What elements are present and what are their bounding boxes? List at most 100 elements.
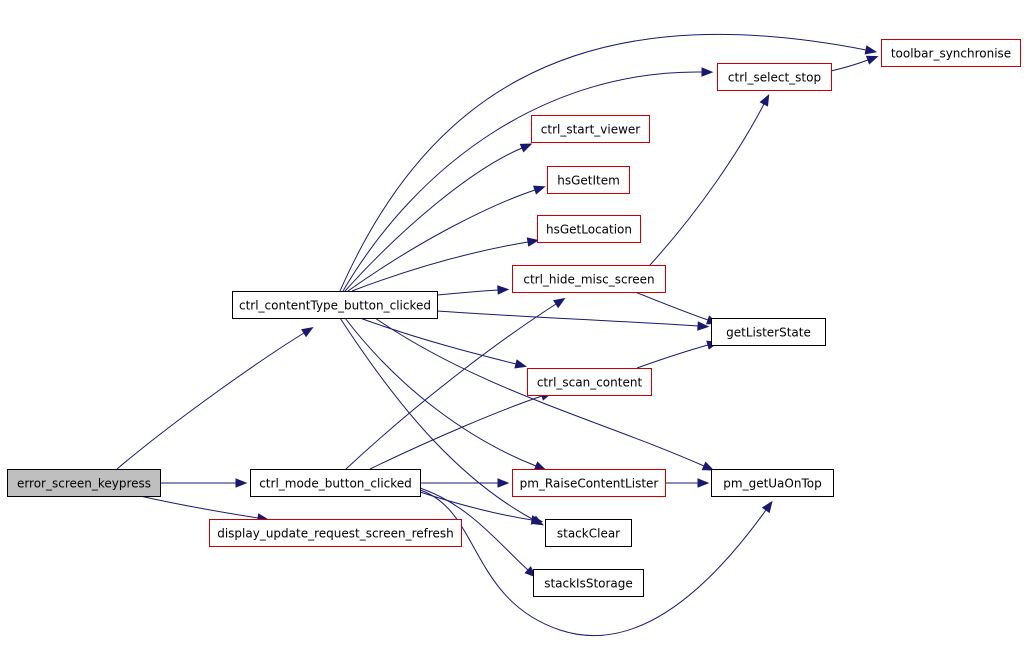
edge-ctrl_mode_button_clicked-to-pm_getUaOnTop <box>419 489 773 636</box>
node-label: hsGetItem <box>557 174 620 188</box>
edge-ctrl_contentType_button_clicked-to-pm_RaiseContentLister <box>344 317 547 471</box>
edge-pm_RaiseContentLister-to-pm_getUaOnTop <box>665 478 710 488</box>
edge-line <box>359 317 517 365</box>
edge-arrowhead <box>701 67 714 77</box>
edge-ctrl_contentType_button_clicked-to-hsGetItem <box>347 185 546 292</box>
edge-line <box>347 189 536 292</box>
edge-arrowhead <box>235 478 248 488</box>
node-label: error_screen_keypress <box>17 477 151 491</box>
edge-ctrl_hide_misc_screen-to-ctrl_select_stop <box>649 93 770 266</box>
node-box <box>717 63 832 91</box>
node-label: pm_getUaOnTop <box>723 477 821 491</box>
edge-arrowhead <box>497 478 510 488</box>
edge-line <box>345 303 557 470</box>
edge-arrowhead <box>697 321 710 331</box>
edge-ctrl_contentType_button_clicked-to-getListerState <box>436 310 710 331</box>
node-box <box>711 469 834 497</box>
edge-ctrl_mode_button_clicked-to-ctrl_scan_content <box>369 391 553 470</box>
node-error_screen_keypress[interactable]: error_screen_keypress <box>7 469 161 497</box>
edge-line <box>436 310 699 327</box>
edge-line <box>374 317 705 467</box>
edge-ctrl_scan_content-to-getListerState <box>636 340 719 369</box>
node-box <box>545 519 632 547</box>
node-box <box>527 368 652 396</box>
edge-line <box>649 103 765 266</box>
edge-ctrl_contentType_button_clicked-to-hsGetLocation <box>351 237 540 292</box>
edge-arrowhead <box>701 461 715 471</box>
node-stackIsStorage[interactable]: stackIsStorage <box>533 569 644 597</box>
node-hsGetLocation[interactable]: hsGetLocation <box>537 215 641 243</box>
edge-arrowhead <box>497 285 510 295</box>
nodes-layer: error_screen_keypress ctrl_contentType_bu… <box>7 39 1021 597</box>
node-ctrl_contentType_button_clicked[interactable]: ctrl_contentType_button_clicked <box>232 291 438 319</box>
node-box <box>7 469 161 497</box>
edge-arrowhead <box>864 45 878 55</box>
node-pm_RaiseContentLister[interactable]: pm_RaiseContentLister <box>512 469 666 497</box>
node-label: stackClear <box>557 527 620 541</box>
node-ctrl_select_stop[interactable]: ctrl_select_stop <box>717 63 832 91</box>
edge-ctrl_contentType_button_clicked-to-pm_getUaOnTop <box>374 317 715 471</box>
node-label: ctrl_hide_misc_screen <box>523 273 654 287</box>
edge-arrowhead <box>530 515 544 525</box>
edge-error_screen_keypress-to-ctrl_contentType_button_clicked <box>116 327 314 470</box>
node-box <box>881 39 1021 67</box>
node-label: ctrl_start_viewer <box>541 123 641 137</box>
edge-ctrl_hide_misc_screen-to-getListerState <box>634 291 719 325</box>
node-ctrl_scan_content[interactable]: ctrl_scan_content <box>527 368 652 396</box>
edge-line <box>339 317 535 521</box>
edge-arrowhead <box>761 500 773 514</box>
edge-ctrl_mode_button_clicked-to-pm_RaiseContentLister <box>420 478 510 488</box>
edge-line <box>342 71 703 292</box>
edge-arrowhead <box>533 185 546 195</box>
node-box <box>711 318 826 346</box>
edge-line <box>344 147 523 292</box>
edge-line <box>636 344 709 369</box>
edge-ctrl_contentType_button_clicked-to-ctrl_start_viewer <box>344 143 533 292</box>
node-pm_getUaOnTop[interactable]: pm_getUaOnTop <box>711 469 834 497</box>
node-toolbar_synchronise[interactable]: toolbar_synchronise <box>881 39 1021 67</box>
edge-line <box>339 33 867 292</box>
edge-line <box>634 291 709 321</box>
edge-ctrl_contentType_button_clicked-to-toolbar_synchronise <box>339 33 878 292</box>
edge-arrowhead <box>697 478 710 488</box>
node-ctrl_hide_misc_screen[interactable]: ctrl_hide_misc_screen <box>512 265 666 293</box>
edge-ctrl_contentType_button_clicked-to-ctrl_select_stop <box>342 67 714 292</box>
edge-line <box>369 395 543 470</box>
node-getListerState[interactable]: getListerState <box>711 318 826 346</box>
edge-arrowhead <box>533 461 547 471</box>
edge-arrowhead <box>526 237 540 247</box>
edge-arrowhead <box>519 143 533 153</box>
edge-arrowhead <box>759 93 770 107</box>
edge-ctrl_mode_button_clicked-to-ctrl_hide_misc_screen <box>345 297 566 470</box>
node-label: toolbar_synchronise <box>891 47 1011 61</box>
node-ctrl_start_viewer[interactable]: ctrl_start_viewer <box>531 115 650 143</box>
node-box <box>512 469 666 497</box>
edge-line <box>419 487 529 571</box>
edge-arrowhead <box>301 327 314 338</box>
node-box <box>531 115 650 143</box>
edge-arrowhead <box>865 55 879 65</box>
node-label: hsGetLocation <box>546 223 632 237</box>
node-box <box>537 215 641 243</box>
edge-line <box>436 289 499 296</box>
edge-line <box>830 59 869 72</box>
node-display_update_request_screen_refresh[interactable]: display_update_request_screen_refresh <box>209 519 462 547</box>
edge-arrowhead <box>553 297 566 309</box>
edge-line <box>351 241 529 292</box>
node-label: display_update_request_screen_refresh <box>217 527 454 541</box>
edge-error_screen_keypress-to-ctrl_mode_button_clicked <box>160 478 248 488</box>
node-label: stackIsStorage <box>544 577 633 591</box>
node-hsGetItem[interactable]: hsGetItem <box>547 166 630 194</box>
node-label: pm_RaiseContentLister <box>520 477 659 491</box>
node-box <box>512 265 666 293</box>
edge-line <box>344 317 537 467</box>
node-label: ctrl_contentType_button_clicked <box>239 299 431 313</box>
node-ctrl_mode_button_clicked[interactable]: ctrl_mode_button_clicked <box>250 469 421 497</box>
node-stackClear[interactable]: stackClear <box>545 519 632 547</box>
node-label: ctrl_mode_button_clicked <box>259 477 412 491</box>
node-label: getListerState <box>726 326 811 340</box>
edge-ctrl_select_stop-to-toolbar_synchronise <box>830 55 879 72</box>
node-label: ctrl_scan_content <box>537 376 643 390</box>
node-box <box>209 519 462 547</box>
